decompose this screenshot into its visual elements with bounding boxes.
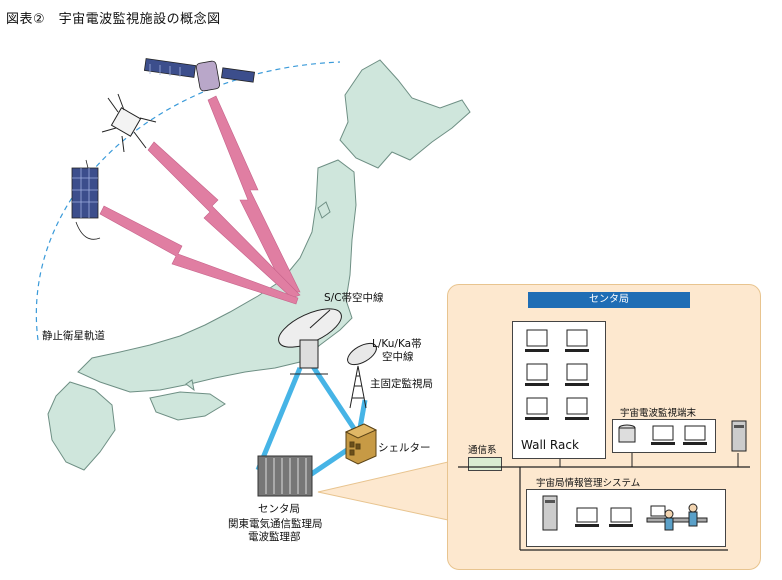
info-system-box — [526, 489, 726, 547]
beam-from-mid — [147, 141, 301, 299]
shikoku — [149, 391, 226, 421]
center-station-inset: センタ局 Wall Rack 宇宙電波監視端末 — [447, 284, 761, 570]
terminal-label: 宇宙電波監視端末 — [620, 408, 697, 419]
wall-rack: Wall Rack — [512, 321, 606, 459]
hokkaido — [339, 59, 471, 169]
main-station-tower — [347, 342, 377, 409]
kyushu — [47, 381, 116, 471]
link-antenna-center — [255, 367, 303, 471]
center-building — [257, 455, 313, 497]
beam-from-top — [207, 95, 301, 293]
figure-title: 図表② 宇宙電波監視施設の概念図 — [6, 12, 221, 27]
callout-wedge — [317, 461, 449, 521]
wall-rack-label: Wall Rack — [521, 438, 579, 452]
lku-antenna-label-1: L/Ku/Ka帯 — [372, 338, 422, 350]
shelter-building — [344, 423, 378, 465]
center-label-2: 関東電気通信監理局 — [228, 518, 323, 530]
link-antenna-shelter — [307, 360, 358, 432]
inset-header: センタ局 — [528, 292, 690, 308]
sado-island — [317, 201, 331, 219]
server-tower-right — [731, 420, 747, 452]
lan-bus — [458, 453, 750, 551]
center-label-3: 電波監理部 — [248, 531, 301, 543]
info-system-devices — [542, 495, 708, 531]
satellite-top — [143, 58, 255, 92]
link-shelter-station — [357, 399, 368, 429]
satellite-mid — [101, 93, 157, 153]
info-system-label: 宇宙局情報管理システム — [536, 478, 641, 489]
terminal-devices — [618, 424, 707, 445]
link-shelter-center — [308, 445, 352, 478]
lku-antenna-label-2: 空中線 — [382, 351, 414, 363]
comm-label: 通信系 — [468, 445, 497, 456]
satellite-left — [71, 159, 101, 240]
network-links — [255, 360, 368, 478]
orbit-arc — [35, 61, 341, 341]
beam-from-left — [99, 205, 299, 305]
terminal-box — [612, 419, 716, 453]
sc-antenna — [278, 308, 342, 375]
sc-antenna-label: S/C帯空中線 — [324, 292, 384, 304]
awaji-island — [185, 379, 195, 392]
radio-beams — [99, 95, 301, 305]
shelter-label: シェルター — [378, 442, 431, 454]
center-label-1: センタ局 — [258, 503, 300, 515]
main-station-label: 主固定監視局 — [370, 378, 433, 390]
wall-rack-monitors — [525, 329, 589, 420]
orbit-label: 静止衛星軌道 — [42, 330, 105, 342]
